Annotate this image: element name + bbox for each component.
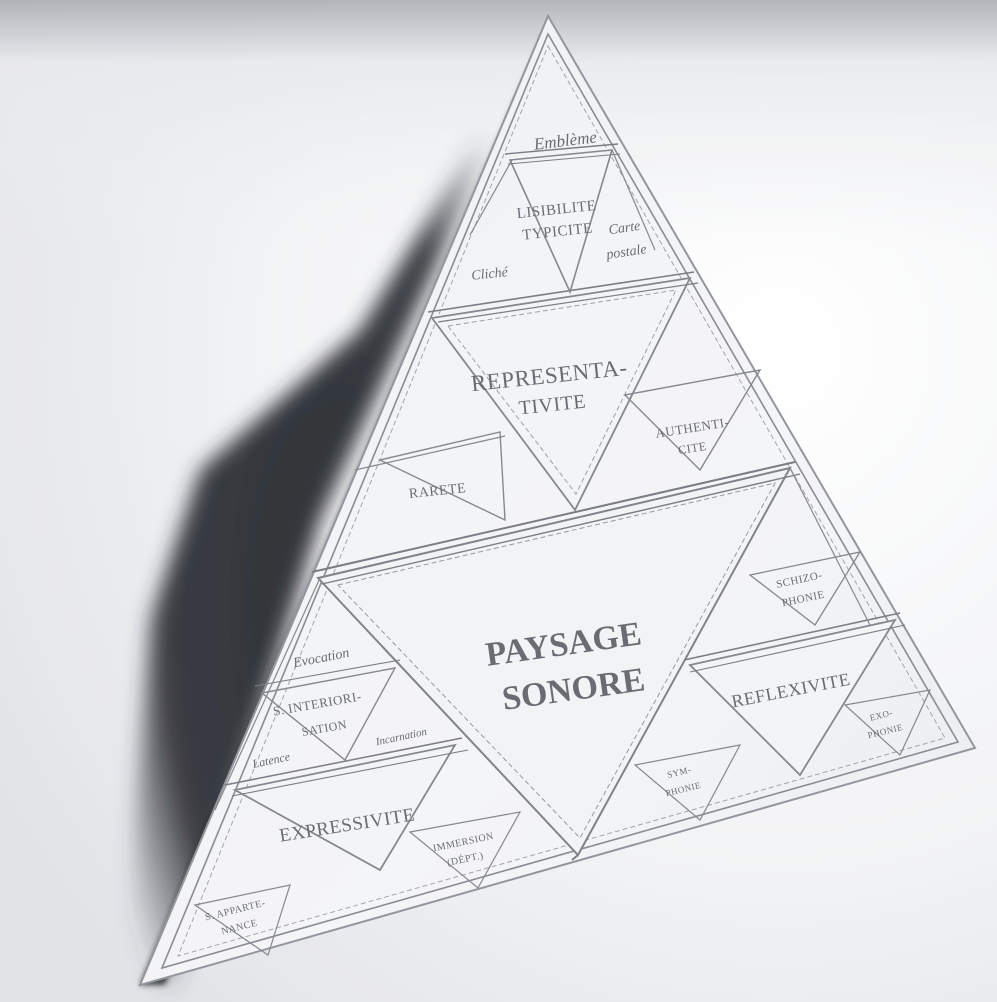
glare-overlay <box>0 0 997 1002</box>
pyramid-photo: Emblème LISIBILITE TYPICITE Carte postal… <box>0 0 997 1002</box>
